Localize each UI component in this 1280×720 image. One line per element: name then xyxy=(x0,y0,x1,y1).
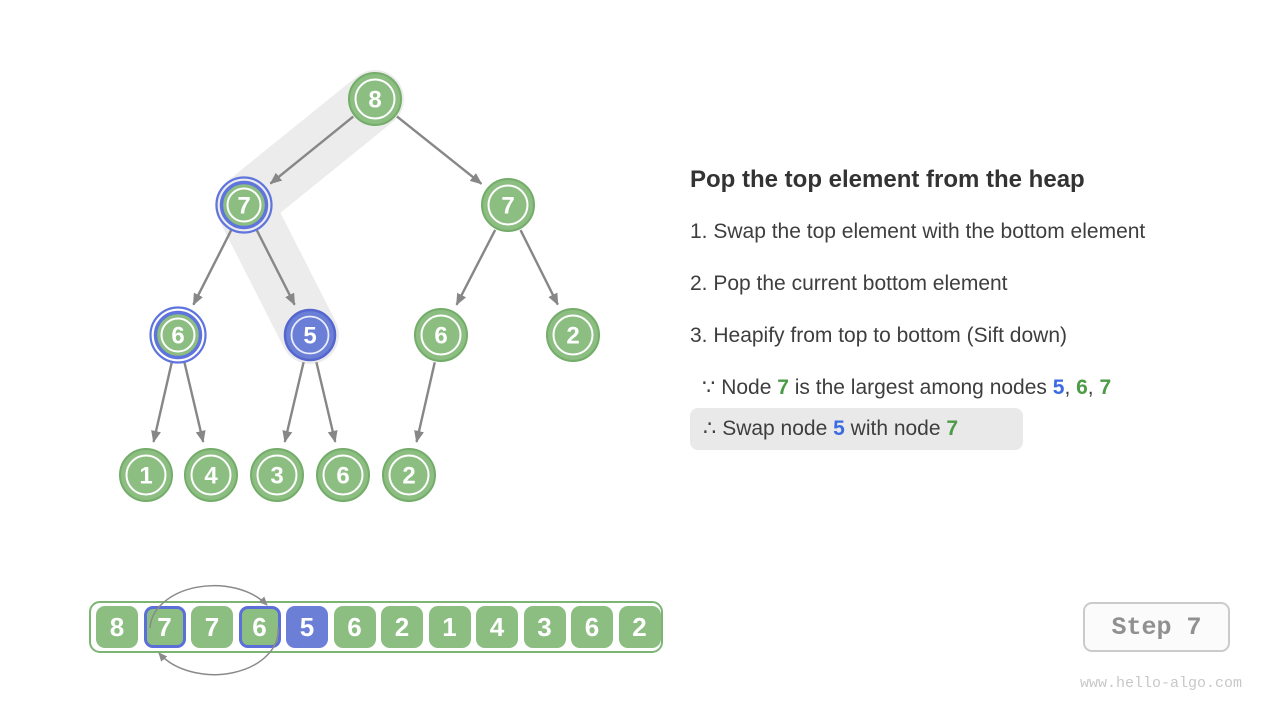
tree-node-7: 7 xyxy=(215,176,273,234)
tree-edge xyxy=(183,361,206,443)
tree-node-value: 1 xyxy=(139,463,152,490)
step-instruction-2: 2. Pop the current bottom element xyxy=(690,272,1008,295)
note-text: ∴ Swap node xyxy=(703,417,834,440)
array-cell-3: 6 xyxy=(238,606,281,648)
tree-node-1: 1 xyxy=(119,448,173,502)
tree-edge xyxy=(519,229,559,306)
tree-node-2: 2 xyxy=(546,308,600,362)
tree-node-6: 6 xyxy=(414,308,468,362)
tree-node-value: 6 xyxy=(434,323,447,350)
note-text: , xyxy=(1064,376,1077,399)
tree-node-value: 4 xyxy=(204,463,218,490)
tree-edge xyxy=(315,361,338,443)
tree-edge xyxy=(269,115,354,185)
tree-edge xyxy=(255,229,296,306)
tree-node-value: 6 xyxy=(336,463,349,490)
tree-edge xyxy=(455,229,497,306)
watermark: www.hello-algo.com xyxy=(1079,675,1242,692)
note-text: with node xyxy=(844,417,947,440)
tree-edge xyxy=(151,362,173,443)
node-ref-7: 7 xyxy=(946,417,959,440)
note-text: is the largest among nodes xyxy=(788,376,1053,399)
tree-node-value: 6 xyxy=(171,323,184,350)
array-cell-6: 2 xyxy=(381,606,423,648)
array-cell-1: 7 xyxy=(143,606,186,648)
tree-node-value: 2 xyxy=(402,463,415,490)
array-cell-0: 8 xyxy=(96,606,138,648)
step-button[interactable]: Step 7 xyxy=(1083,602,1230,652)
array-cell-8: 4 xyxy=(476,606,518,648)
array-cell-7: 1 xyxy=(428,606,471,648)
tree-node-6: 6 xyxy=(149,306,207,364)
array-cell-2: 7 xyxy=(191,606,233,648)
array-cell-11: 2 xyxy=(618,606,661,648)
tree-node-4: 4 xyxy=(184,448,238,502)
array-cell-9: 3 xyxy=(523,606,566,648)
sift-path-highlight xyxy=(215,70,404,364)
because-note: ∵ Node 7 is the largest among nodes 5, 6… xyxy=(702,375,1235,401)
array-cell-4: 5 xyxy=(286,606,328,648)
tree-edge xyxy=(396,115,483,185)
node-ref-5: 5 xyxy=(1052,376,1065,399)
array-cell-5: 6 xyxy=(333,606,376,648)
explanation-panel: Pop the top element from the heap 1. Swa… xyxy=(690,165,1235,450)
tree-node-value: 8 xyxy=(368,87,381,114)
node-ref-7: 7 xyxy=(777,376,789,399)
tree-node-value: 7 xyxy=(237,193,250,220)
tree-node-value: 5 xyxy=(303,323,316,350)
array-cell-10: 6 xyxy=(571,606,613,648)
tree-edge xyxy=(414,362,436,443)
tree-node-2: 2 xyxy=(382,448,436,502)
tree-edge xyxy=(192,229,233,306)
node-ref-5: 5 xyxy=(833,417,845,440)
panel-title: Pop the top element from the heap xyxy=(690,166,1085,193)
therefore-note: ∴ Swap node 5 with node 7 xyxy=(703,417,958,440)
step-instruction-3: 3. Heapify from top to bottom (Sift down… xyxy=(690,324,1067,347)
tree-edge xyxy=(282,361,305,443)
step-instruction-1: 1. Swap the top element with the bottom … xyxy=(690,220,1146,243)
tree-node-7: 7 xyxy=(481,178,535,232)
tree-node-value: 3 xyxy=(270,463,283,490)
note-text: , xyxy=(1087,376,1100,399)
node-ref-7: 7 xyxy=(1099,376,1112,399)
tree-node-value: 7 xyxy=(501,193,514,220)
note-text: ∵ Node xyxy=(702,376,778,399)
tree-node-8: 8 xyxy=(348,72,402,126)
tree-node-6: 6 xyxy=(316,448,370,502)
therefore-note-pill: ∴ Swap node 5 with node 7 xyxy=(690,408,1023,450)
node-ref-6: 6 xyxy=(1076,376,1088,399)
tree-node-5: 5 xyxy=(283,308,337,362)
tree-node-3: 3 xyxy=(250,448,304,502)
tree-node-value: 2 xyxy=(566,323,579,350)
